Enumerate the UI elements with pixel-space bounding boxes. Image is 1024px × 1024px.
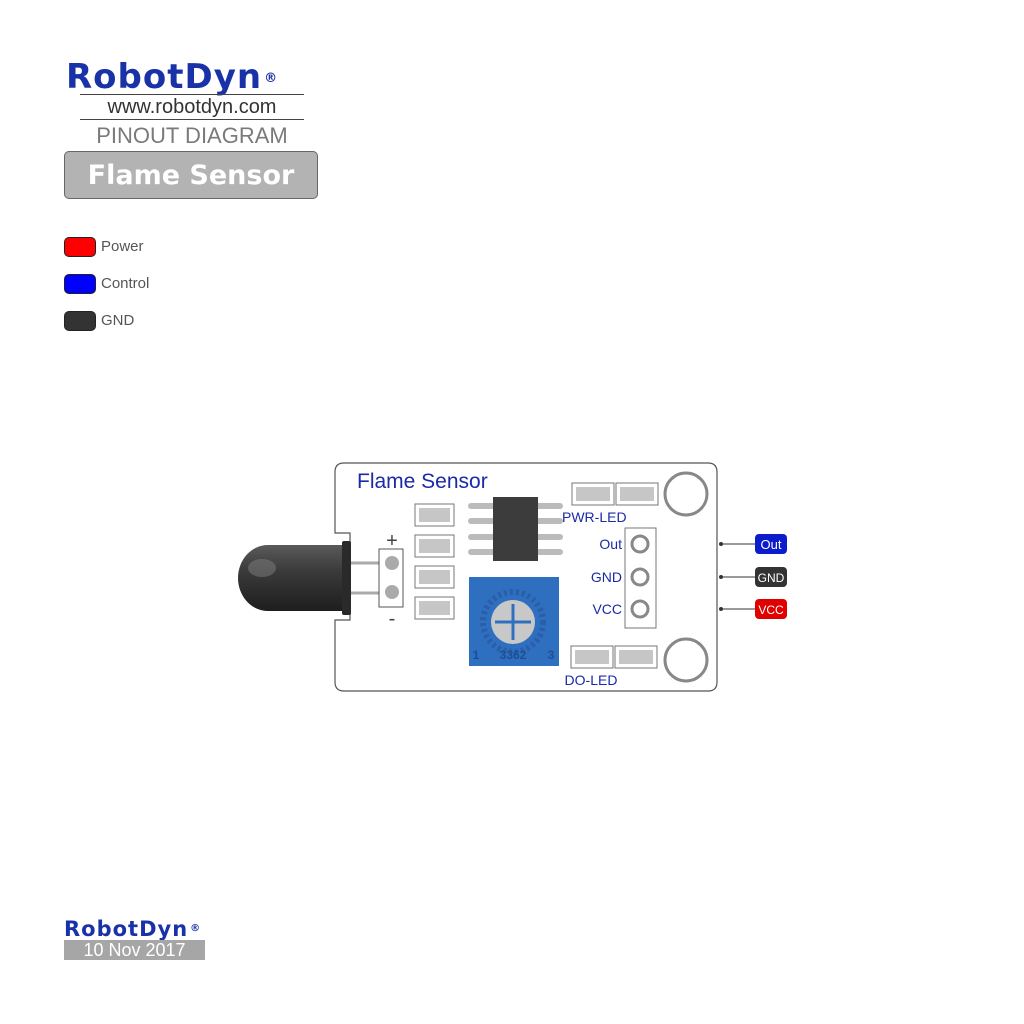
pin-leaders: [719, 542, 757, 611]
pot-marking: 3362: [500, 648, 527, 662]
legend-swatch-gnd: [64, 311, 96, 331]
header-label-gnd: GND: [591, 569, 622, 585]
header-pin-vcc: [630, 599, 650, 619]
plus-sign: +: [386, 530, 398, 552]
footer-brand-logo: RobotDyn®: [64, 917, 201, 941]
potentiometer: 1 3362 3: [469, 577, 559, 666]
footer-date: 10 Nov 2017: [64, 940, 205, 960]
registered-mark: ®: [264, 71, 279, 86]
pot-pin3-label: 3: [548, 648, 555, 662]
legend-label-gnd: GND: [101, 312, 135, 329]
page-title: Flame Sensor: [64, 151, 318, 199]
smd-resistors: [414, 503, 455, 620]
header-pin-gnd: [630, 567, 650, 587]
pin-tag-vcc-label: VCC: [758, 603, 784, 617]
legend-label-control: Control: [101, 275, 150, 292]
pin-tag-gnd-label: GND: [758, 571, 785, 585]
minus-sign: -: [389, 608, 396, 630]
header-label-out: Out: [599, 536, 622, 552]
footer-brand-name: RobotDyn: [64, 917, 189, 941]
pin-tag-gnd: GND: [755, 567, 787, 587]
do-led-label: DO-LED: [565, 672, 618, 688]
comparator-chip: [468, 497, 563, 561]
footer-registered-mark: ®: [190, 923, 202, 934]
header-label-vcc: VCC: [592, 601, 622, 617]
legend-swatch-control: [64, 274, 96, 294]
board-title: Flame Sensor: [357, 470, 488, 493]
pin-tag-vcc: VCC: [755, 599, 787, 619]
led-leg-connector: + -: [378, 530, 404, 630]
legend-swatch-power: [64, 237, 96, 257]
pwr-led-pads: [571, 482, 659, 506]
pin-tag-out: Out: [755, 534, 787, 554]
pin-tag-out-label: Out: [761, 537, 782, 552]
mounting-hole-bottom: [663, 637, 709, 683]
brand-logo: RobotDyn®: [66, 58, 278, 96]
page-subtitle: PINOUT DIAGRAM: [96, 123, 288, 148]
legend-label-power: Power: [101, 238, 144, 255]
pot-pin1-label: 1: [473, 648, 480, 662]
header-pin-out: [630, 534, 650, 554]
mounting-hole-top: [663, 471, 709, 517]
brand-name: RobotDyn: [66, 57, 263, 97]
do-led-pads: [570, 645, 658, 669]
pwr-led-label: PWR-LED: [562, 509, 627, 525]
website-url: www.robotdyn.com: [80, 94, 304, 120]
